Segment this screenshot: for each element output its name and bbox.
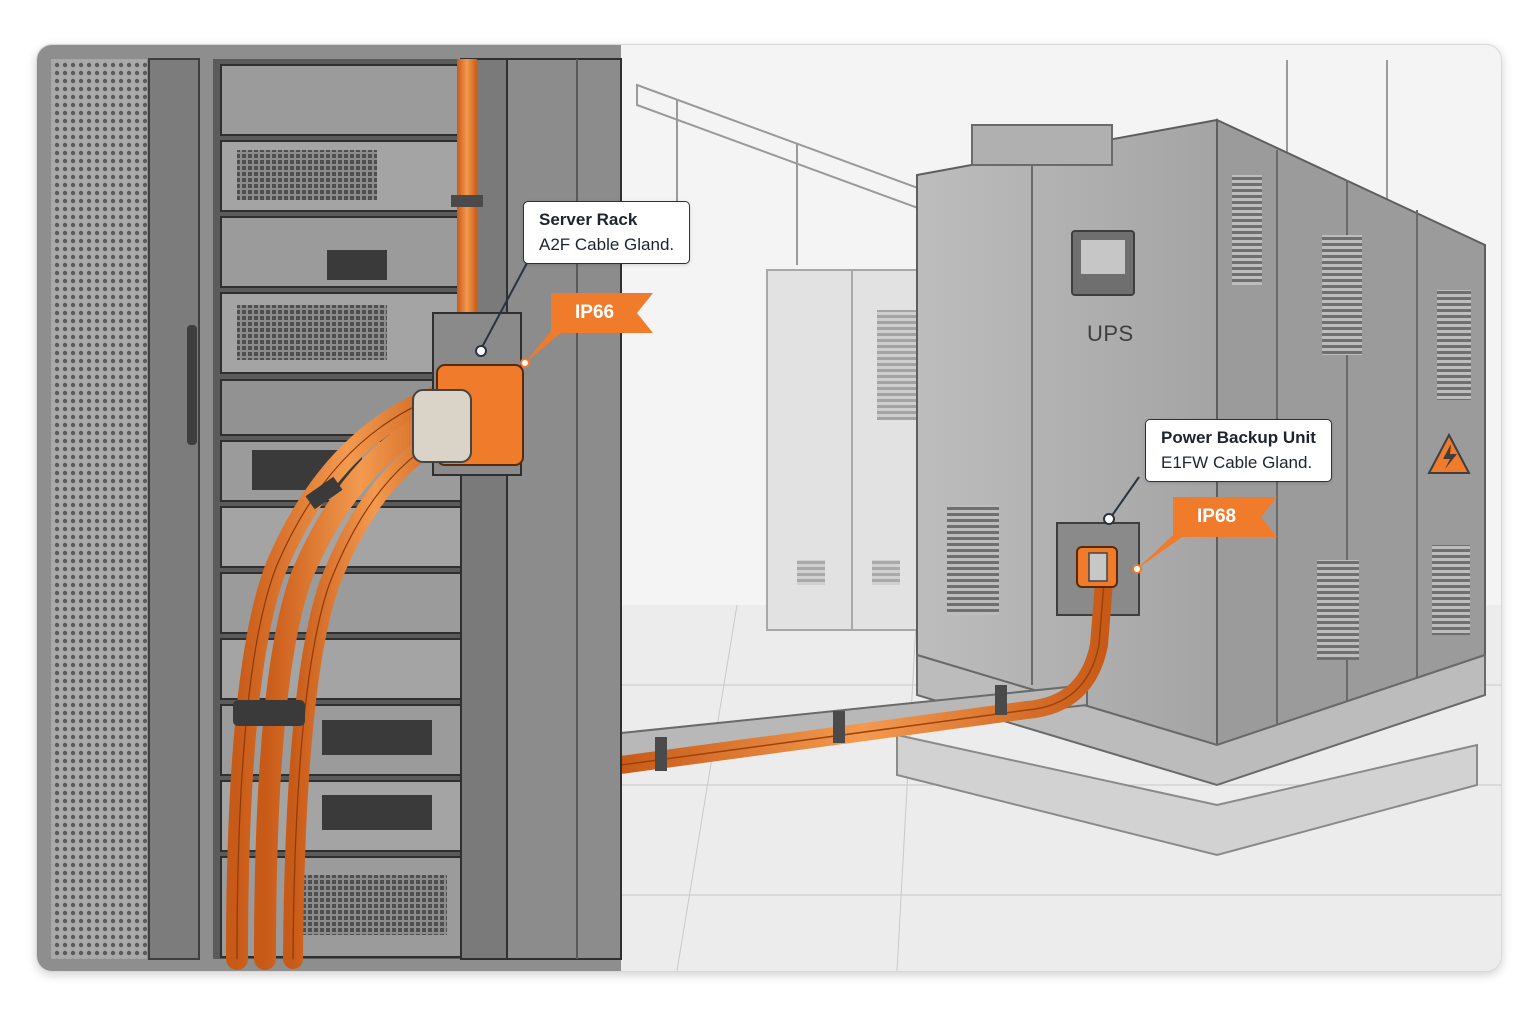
ups-cable-gland: [1076, 546, 1118, 588]
power-backup-callout: Power Backup Unit E1FW Cable Gland.: [1145, 419, 1332, 482]
rack-cable-gland: [412, 312, 524, 476]
callout-subtitle: E1FW Cable Gland.: [1161, 453, 1313, 472]
server-rack: [37, 45, 622, 971]
illustration-card: Server Rack A2F Cable Gland. Power Backu…: [36, 44, 1502, 972]
ups-cabinet: [896, 118, 1486, 857]
callout-title: Server Rack: [539, 210, 638, 229]
ip66-rating-flag: [520, 293, 653, 368]
callout-title: Power Backup Unit: [1161, 428, 1316, 447]
ip68-label: IP68: [1197, 506, 1237, 527]
ip68-rating-flag: [1132, 497, 1277, 574]
floor-cable-tray: [619, 569, 1114, 774]
high-voltage-warning-icon: [1427, 432, 1471, 474]
server-rack-callout: Server Rack A2F Cable Gland.: [523, 201, 691, 264]
callout-subtitle: A2F Cable Gland.: [539, 235, 675, 254]
ip66-label: IP66: [575, 302, 615, 323]
pencil-sketch-scene: [37, 45, 1501, 971]
ups-label: UPS: [1087, 321, 1134, 346]
